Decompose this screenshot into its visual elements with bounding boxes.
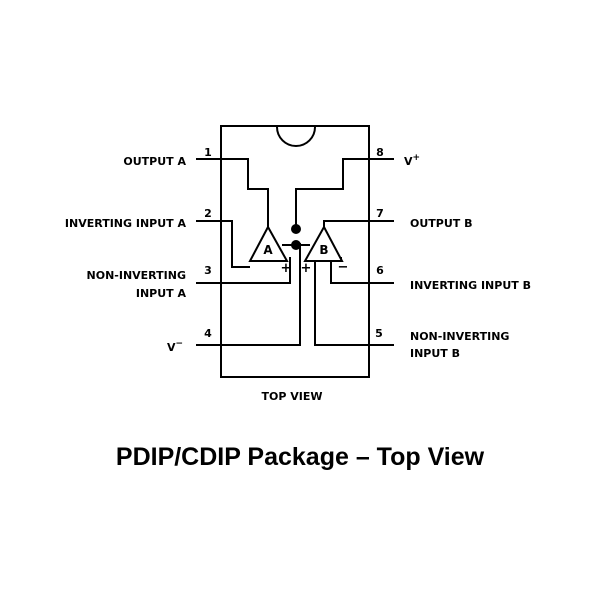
opamp-a-minus-sign: − xyxy=(240,260,251,275)
opamp-b-letter: B xyxy=(319,243,328,257)
diagram-caption: PDIP/CDIP Package – Top View xyxy=(115,443,485,471)
wire-noninverting-b xyxy=(314,258,369,346)
pin-5-number: 5 xyxy=(375,327,383,340)
top-view-label: TOP VIEW xyxy=(262,390,323,403)
wire-inverting-a xyxy=(221,220,250,268)
opamp-b-triangle xyxy=(303,224,344,262)
pin-8-label-sup: + xyxy=(413,153,421,163)
pin-4-label-sup: − xyxy=(175,339,183,349)
pin-8-number: 8 xyxy=(376,146,384,159)
wire-vplus xyxy=(295,158,369,228)
pin-4-label-base: V xyxy=(167,341,176,354)
pin-8-label: V+ xyxy=(404,153,420,168)
pin-1-label: OUTPUT A xyxy=(123,155,186,168)
pin-7-number: 7 xyxy=(376,207,384,220)
wire-vminus xyxy=(221,243,301,346)
opamp-a-plus-sign: + xyxy=(281,261,292,276)
pin-2-number: 2 xyxy=(204,207,212,220)
pin-5-label-line1: NON-INVERTING xyxy=(410,330,509,343)
pin-5-label-line2: INPUT B xyxy=(410,347,460,360)
pin-6-number: 6 xyxy=(376,264,384,277)
pin-4-number: 4 xyxy=(204,327,212,340)
junction-dot-top xyxy=(291,224,301,234)
opamp-a-letter: A xyxy=(263,243,273,257)
opamp-b-minus-sign: − xyxy=(338,260,349,275)
pin-7-label: OUTPUT B xyxy=(410,217,473,230)
package-body xyxy=(220,125,370,378)
junction-dot-bottom xyxy=(291,240,301,250)
pin-3-label-line2: INPUT A xyxy=(136,287,187,300)
wire-output-b xyxy=(323,220,369,227)
pin-2-label: INVERTING INPUT A xyxy=(65,217,187,230)
pin-4-label: V− xyxy=(167,339,183,354)
pin-3-label-line1: NON-INVERTING xyxy=(87,269,186,282)
wire-noninverting-a xyxy=(221,257,291,284)
pin-1-number: 1 xyxy=(204,146,212,159)
pin-3-number: 3 xyxy=(204,264,212,277)
opamp-a-triangle xyxy=(248,224,289,262)
pin-8-label-base: V xyxy=(404,155,413,168)
pin-6-label: INVERTING INPUT B xyxy=(410,279,531,292)
wire-output-a xyxy=(221,158,269,227)
pin1-notch xyxy=(276,126,316,147)
opamp-b-plus-sign: + xyxy=(301,261,312,276)
